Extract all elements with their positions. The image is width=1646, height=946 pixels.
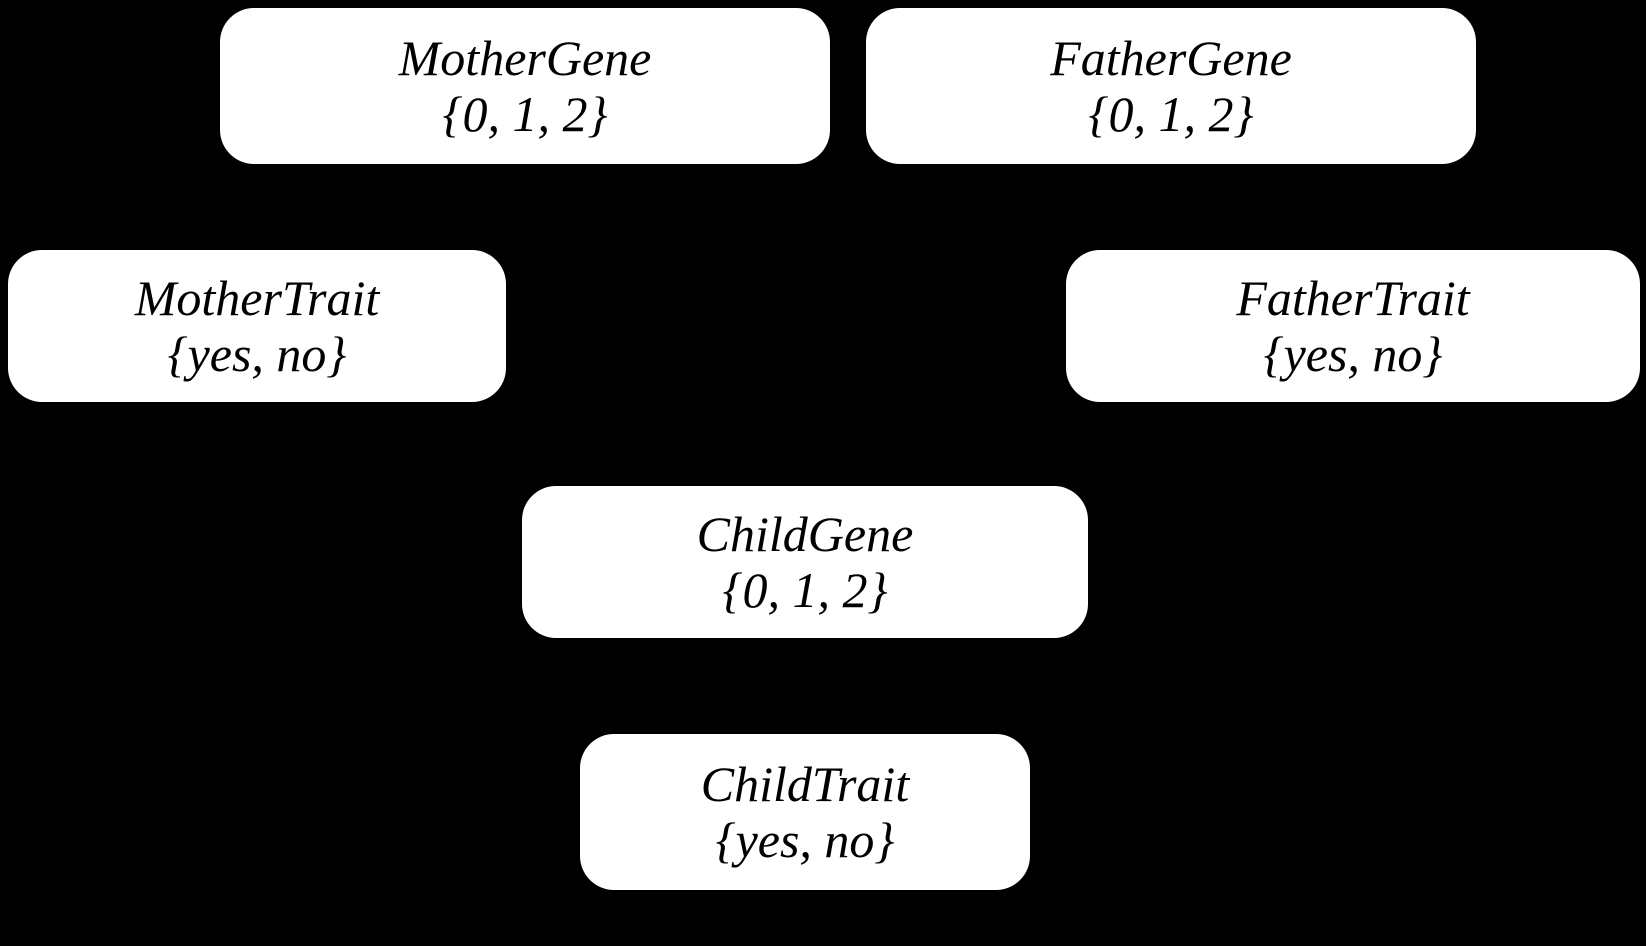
node-father-trait[interactable]: FatherTrait{yes, no}	[1066, 250, 1640, 402]
node-mother-trait-label: MotherTrait	[134, 270, 380, 326]
node-mother-trait-domain: {yes, no}	[167, 326, 347, 382]
node-father-gene[interactable]: FatherGene{0, 1, 2}	[866, 8, 1476, 164]
node-child-trait-label: ChildTrait	[700, 756, 910, 812]
node-child-gene-label: ChildGene	[696, 506, 914, 562]
node-father-trait-label: FatherTrait	[1236, 270, 1470, 326]
node-child-trait[interactable]: ChildTrait{yes, no}	[580, 734, 1030, 890]
node-father-gene-domain: {0, 1, 2}	[1088, 86, 1254, 142]
node-child-gene-domain: {0, 1, 2}	[722, 562, 888, 618]
node-father-gene-label: FatherGene	[1050, 30, 1292, 86]
node-child-trait-domain: {yes, no}	[715, 812, 895, 868]
node-mother-gene-label: MotherGene	[398, 30, 652, 86]
node-father-trait-domain: {yes, no}	[1263, 326, 1443, 382]
node-child-gene[interactable]: ChildGene{0, 1, 2}	[522, 486, 1088, 638]
node-mother-gene[interactable]: MotherGene{0, 1, 2}	[220, 8, 830, 164]
node-mother-trait[interactable]: MotherTrait{yes, no}	[8, 250, 506, 402]
node-mother-gene-domain: {0, 1, 2}	[442, 86, 608, 142]
